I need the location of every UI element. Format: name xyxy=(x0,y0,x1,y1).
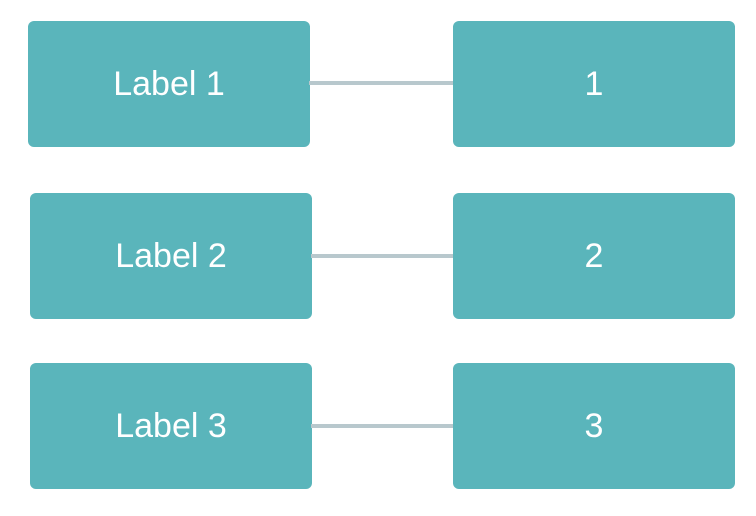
value-text-2: 2 xyxy=(584,237,604,275)
label-box-3: Label 3 xyxy=(30,363,312,489)
value-text-3: 3 xyxy=(584,407,604,445)
label-text-3: Label 3 xyxy=(115,407,227,445)
value-box-3: 3 xyxy=(453,363,735,489)
connector-line-3 xyxy=(311,424,454,428)
value-box-1: 1 xyxy=(453,21,735,147)
value-text-1: 1 xyxy=(584,65,604,103)
connector-line-2 xyxy=(311,254,454,258)
label-box-2: Label 2 xyxy=(30,193,312,319)
connector-line-1 xyxy=(309,81,454,85)
label-box-1: Label 1 xyxy=(28,21,310,147)
value-box-2: 2 xyxy=(453,193,735,319)
label-text-2: Label 2 xyxy=(115,237,227,275)
label-text-1: Label 1 xyxy=(113,65,225,103)
